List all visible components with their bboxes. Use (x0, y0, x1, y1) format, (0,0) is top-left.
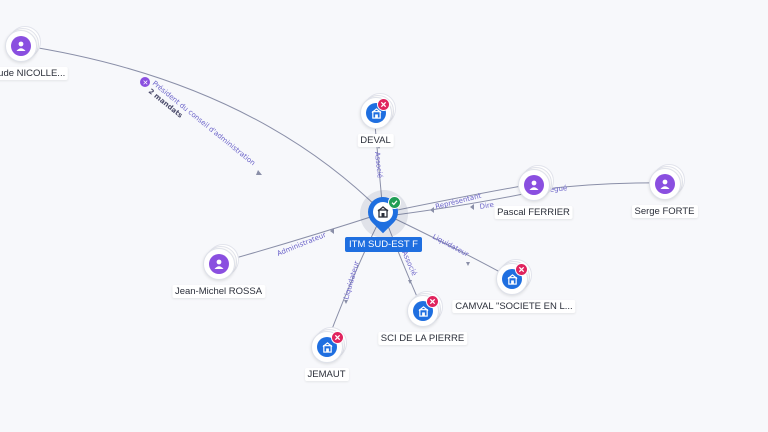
person-icon (11, 36, 31, 56)
center-building-icon (373, 202, 393, 222)
node-camval[interactable]: CAMVAL "SOCIETE EN L... (452, 259, 576, 313)
edge-jemaut-label: Liquidateur (342, 260, 361, 301)
edge-serge-label: égué (549, 184, 567, 194)
node-jeanmichel[interactable]: Jean-Michel ROSSA (171, 244, 266, 298)
edge-jemaut-arrow (344, 300, 348, 304)
mandate-count-badge (140, 77, 150, 87)
closed-status-icon (377, 98, 390, 111)
node-label: SCI DE LA PIERRE (377, 332, 468, 345)
person-icon (209, 254, 229, 274)
person-icon (655, 174, 675, 194)
node-claude[interactable]: laude NICOLLE... (0, 26, 69, 80)
node-pascal[interactable]: Pascal FERRIER (494, 165, 573, 219)
edge-pascal-arrow (430, 207, 434, 213)
edge-camval-label: Liquidateur (431, 233, 470, 259)
node-label: DEVAL (357, 134, 394, 147)
node-sci[interactable]: SCI DE LA PIERRE (377, 291, 468, 345)
node-label: Jean-Michel ROSSA (171, 285, 266, 298)
node-label: laude NICOLLE... (0, 67, 69, 80)
node-deval[interactable]: DEVAL (357, 93, 396, 147)
closed-status-icon (515, 263, 528, 276)
edge-camval-arrow (466, 262, 470, 266)
edge-sci-arrow (408, 280, 412, 284)
edge-pascal-dir-label: Dire (479, 201, 494, 211)
edge-claude-label: Président du conseil d'administration (151, 79, 257, 167)
svg-text:✕: ✕ (143, 80, 149, 87)
edge-jeanmichel-arrow (330, 228, 334, 234)
edge-claude (19, 44, 384, 214)
closed-status-icon (331, 331, 344, 344)
center-node-label[interactable]: ITM SUD-EST F (345, 237, 422, 252)
edge-pascal-2 (394, 191, 534, 216)
active-status-icon (388, 196, 401, 209)
edge-deval-label: Associé (373, 151, 384, 178)
closed-status-icon (426, 295, 439, 308)
node-label: Pascal FERRIER (494, 206, 573, 219)
edge-claude-arrow (256, 170, 262, 175)
node-label: CAMVAL "SOCIETE EN L... (452, 300, 576, 313)
node-serge[interactable]: Serge FORTE (631, 164, 698, 218)
node-label: Serge FORTE (631, 205, 698, 218)
edge-pascal-rep-label: Représentant (435, 192, 483, 211)
person-icon (524, 175, 544, 195)
node-label: JEMAUT (304, 368, 349, 381)
edge-pascal-arrow-2 (470, 204, 474, 210)
node-jemaut[interactable]: JEMAUT (304, 327, 349, 381)
